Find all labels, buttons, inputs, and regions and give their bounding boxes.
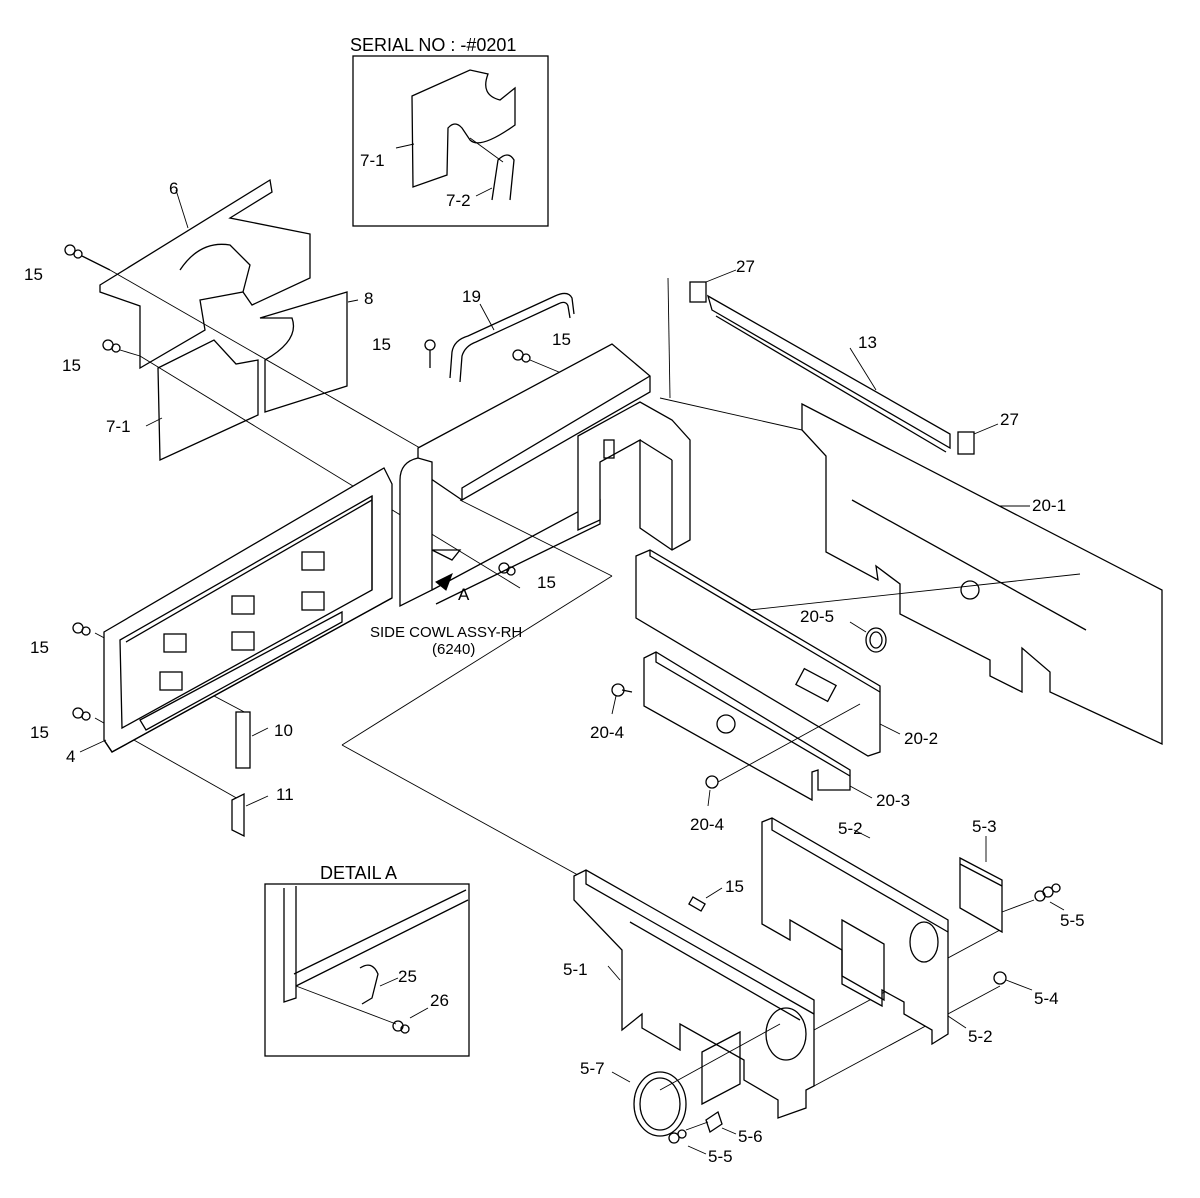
door-block-2 (231, 631, 255, 651)
label-5-1: 5-1 (563, 960, 588, 979)
label-15-d: 15 (30, 723, 49, 742)
door-block-5 (301, 551, 325, 571)
label-5-2-b: 5-2 (968, 1027, 993, 1046)
part-19-handle: 19 15 15 (372, 287, 579, 383)
detail-a-frame (264, 883, 470, 1057)
label-15-b: 15 (62, 356, 81, 375)
serial-ubolt-7-2 (491, 154, 515, 201)
part-5-3-shape (959, 856, 1003, 934)
label-7-1: 7-1 (106, 417, 131, 436)
label-27-a: 27 (736, 257, 755, 276)
serial-inset: SERIAL NO : -#0201 7-1 7-2 (350, 35, 549, 227)
label-15-f: 15 (552, 330, 571, 349)
side-cowl-assy: A 15 SIDE COWL ASSY-RH (6240) (370, 343, 691, 658)
label-8: 8 (364, 289, 373, 308)
part-5-7-ring: 5-7 (580, 1023, 781, 1137)
part-5-2-shape (761, 817, 949, 1046)
label-25: 25 (398, 967, 417, 986)
label-20-4-a: 20-4 (590, 723, 624, 742)
part-13-shape (706, 294, 951, 450)
door-block-3 (231, 595, 255, 615)
label-4: 4 (66, 747, 75, 766)
part-5-1-panel: 5-1 15 (563, 869, 1001, 1119)
label-6: 6 (169, 179, 178, 198)
label-5-4: 5-4 (1034, 989, 1059, 1008)
part-20-3-shape (643, 651, 851, 802)
label-20-1: 20-1 (1032, 496, 1066, 515)
label-26: 26 (430, 991, 449, 1010)
label-5-5-a: 5-5 (708, 1147, 733, 1166)
label-15-c: 15 (30, 638, 49, 657)
part-8-plate: 8 (259, 289, 373, 413)
part-5-3-plate: 5-3 (959, 817, 1003, 934)
label-7-1-inset: 7-1 (360, 151, 385, 170)
serial-inset-frame (352, 55, 549, 227)
part-20-2-panel: 20-2 (635, 549, 938, 757)
label-19: 19 (462, 287, 481, 306)
bolts-15-left: 15 15 15 15 (24, 244, 141, 742)
part-5-1-shape (573, 869, 815, 1119)
part-20-1-shape (801, 402, 1163, 746)
part-20-3-panel: 20-3 (643, 651, 910, 810)
label-10: 10 (274, 721, 293, 740)
part-27-clip-a (689, 281, 707, 303)
label-15-a: 15 (24, 265, 43, 284)
part-6-plate (99, 178, 311, 370)
door-block-1 (163, 633, 187, 653)
side-cowl-right-leg (577, 401, 691, 551)
door-block-4 (301, 591, 325, 611)
serial-inset-title: SERIAL NO : -#0201 (350, 35, 516, 55)
label-15-e: 15 (372, 335, 391, 354)
detail-a-inset: DETAIL A 25 26 (264, 863, 470, 1057)
label-5-3: 5-3 (972, 817, 997, 836)
label-7-2: 7-2 (446, 191, 471, 210)
side-cowl-caption-2: (6240) (432, 641, 475, 658)
label-11: 11 (276, 785, 294, 804)
part-6-cover: 6 (99, 178, 311, 370)
label-5-5-b: 5-5 (1060, 911, 1085, 930)
parts-20-4-pins: 20-4 20-4 (590, 683, 861, 834)
arrow-a-label: A (458, 585, 470, 604)
part-13-rail: 13 27 27 (689, 257, 1019, 455)
part-5-6-bracket (705, 1110, 723, 1134)
parts-5-6-5-5-lower: 5-6 5-5 (668, 1110, 763, 1166)
label-13: 13 (858, 333, 877, 352)
side-cowl-caption-1: SIDE COWL ASSY-RH (370, 624, 522, 641)
part-27-clip-b (957, 431, 975, 455)
side-cowl-left-leg (399, 457, 433, 608)
label-20-5: 20-5 (800, 607, 834, 626)
part-7-1-shape (157, 339, 259, 462)
part-8-shape (259, 291, 348, 413)
label-27-b: 27 (1000, 410, 1019, 429)
door-block-6 (159, 671, 183, 691)
part-20-1-panel: 20-1 (659, 397, 1163, 746)
label-15-g: 15 (537, 573, 556, 592)
part-4-door: 4 (66, 467, 393, 766)
parts-5-5-5-4-right: 5-5 5-4 (993, 883, 1085, 1008)
label-15-h: 15 (725, 877, 744, 896)
part-7-1-plate: 7-1 (106, 339, 259, 462)
bracket-10 (235, 711, 251, 769)
label-5-2-a: 5-2 (838, 819, 863, 838)
label-20-3: 20-3 (876, 791, 910, 810)
label-5-7: 5-7 (580, 1059, 605, 1078)
brackets-10-11: 10 11 (231, 711, 294, 838)
part-5-2-panel: 5-2 5-2 (761, 817, 993, 1046)
label-20-4-b: 20-4 (690, 815, 724, 834)
bracket-11 (231, 792, 245, 838)
label-5-6: 5-6 (738, 1127, 763, 1146)
serial-plate-7-1 (411, 69, 516, 188)
detail-a-title: DETAIL A (320, 863, 397, 883)
label-20-2: 20-2 (904, 729, 938, 748)
arrow-a (431, 549, 462, 561)
part-20-5-grommet: 20-5 (800, 607, 887, 653)
